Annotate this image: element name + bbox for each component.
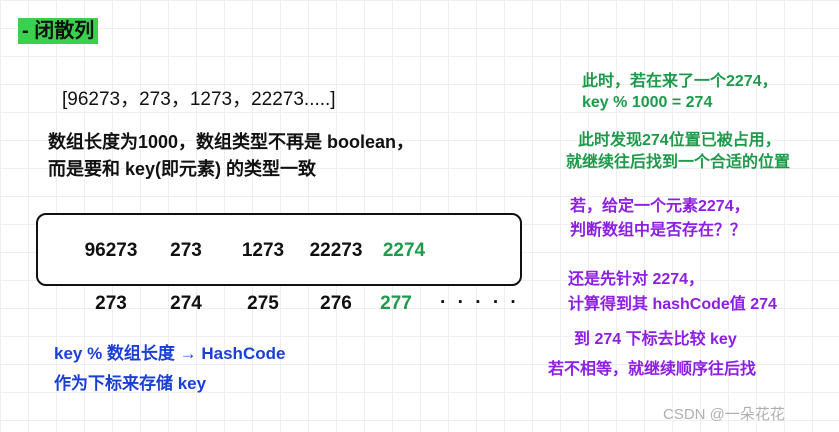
side-note: 若，给定一个元素2274， — [570, 198, 750, 215]
hash-note-line-2: 作为下标来存储 key — [54, 374, 207, 393]
array-value-new: 2274 — [382, 240, 426, 261]
side-note: 计算得到其 hashCode值 274 — [568, 296, 777, 313]
index-ellipsis: · · · · · — [440, 292, 520, 313]
section-title: - 闭散列 — [18, 18, 99, 44]
watermark: CSDN @一朵花花 — [663, 406, 785, 423]
side-note: 此时，若在来了一个2274， — [582, 73, 778, 90]
array-index: 273 — [95, 293, 127, 314]
side-note: 就继续往后找到一个合适的位置 — [566, 154, 791, 171]
array-index: 274 — [170, 293, 202, 314]
array-index-new: 277 — [380, 293, 412, 314]
array-box — [36, 213, 522, 286]
side-note: key % 1000 = 274 — [582, 94, 713, 111]
side-note: 还是先针对 2274， — [568, 271, 705, 288]
array-elements-list: [96273，273，1273，22273.....] — [62, 89, 336, 110]
array-value: 273 — [170, 240, 202, 261]
side-note: 判断数组中是否存在？？ — [570, 222, 747, 239]
array-index: 276 — [320, 293, 352, 314]
description-line-1: 数组长度为1000，数组类型不再是 boolean， — [48, 132, 415, 152]
description-line-2: 而是要和 key(即元素) 的类型一致 — [48, 159, 317, 179]
side-note: 此时发现274位置已被占用， — [578, 132, 781, 149]
array-value: 1273 — [241, 240, 285, 261]
hash-note-line-1: key % 数组长度 → HashCode — [54, 344, 286, 363]
array-index: 275 — [247, 293, 279, 314]
array-value: 22273 — [309, 240, 363, 261]
side-note: 到 274 下标去比较 key — [574, 331, 737, 348]
array-value: 96273 — [84, 240, 138, 261]
side-note: 若不相等，就继续顺序往后找 — [548, 361, 757, 378]
